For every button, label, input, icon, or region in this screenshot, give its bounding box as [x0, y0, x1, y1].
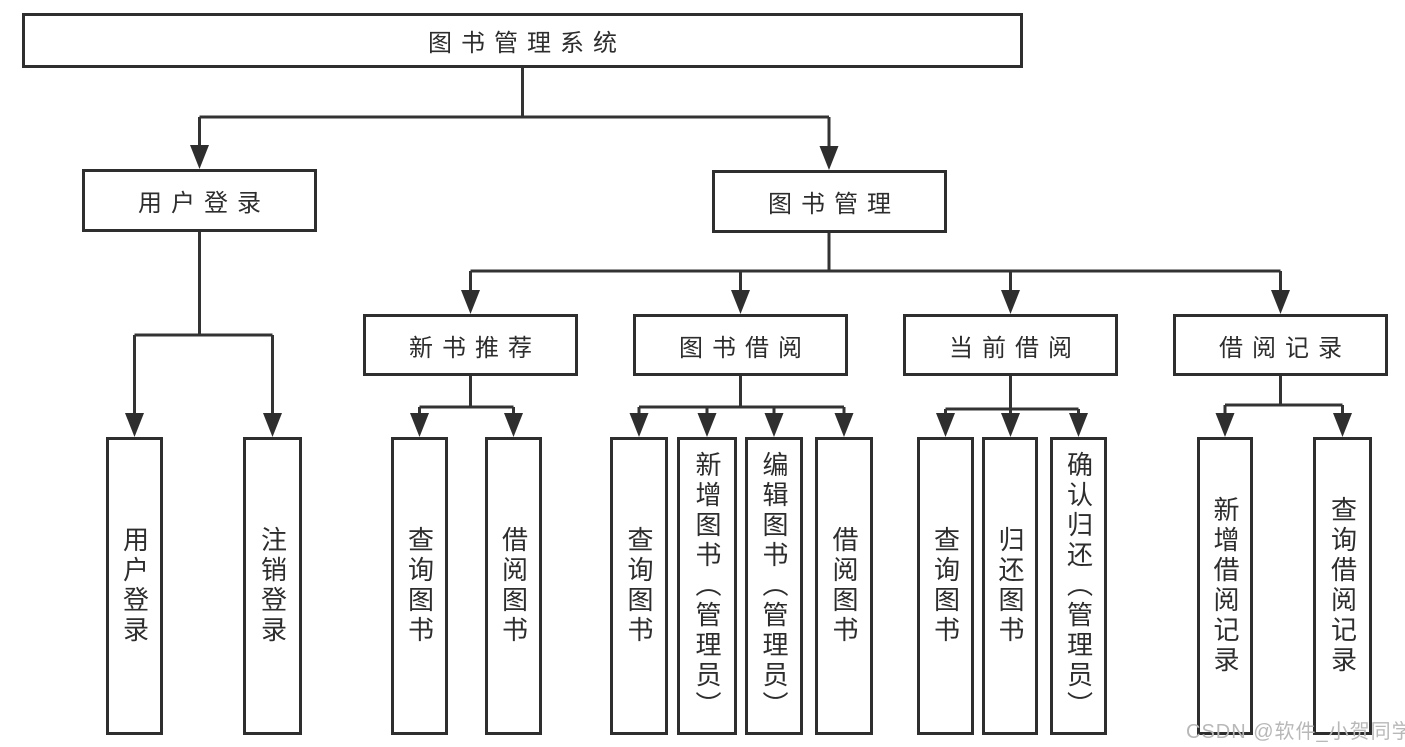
node-borrowing-records: 借阅记录 [1173, 314, 1388, 376]
node-label: 查询图书 [624, 526, 654, 646]
node-root-library-system: 图书管理系统 [22, 13, 1023, 68]
node-label: 借阅图书 [829, 526, 859, 646]
leaf-logout: 注销登录 [243, 437, 302, 735]
connector-book-borrow-children [629, 376, 854, 437]
node-label: 借阅图书 [498, 526, 529, 646]
node-label: 新增图书（管理员） [692, 451, 722, 721]
node-label: 新增借阅记录 [1210, 496, 1240, 676]
node-label: 借阅记录 [1219, 334, 1351, 362]
leaf-user-login: 用户登录 [106, 437, 163, 735]
leaf-confirm-return-admin: 确认归还（管理员） [1050, 437, 1107, 735]
node-new-book-recommend: 新书推荐 [363, 314, 578, 376]
connector-borrow-records-children [1215, 376, 1352, 437]
leaf-add-books-admin: 新增图书（管理员） [677, 437, 737, 735]
leaf-edit-books-admin: 编辑图书（管理员） [745, 437, 803, 735]
node-label: 注销登录 [257, 526, 288, 646]
connector-root-to-level2 [190, 68, 839, 170]
node-label: 当前借阅 [949, 334, 1081, 362]
node-user-login: 用户登录 [82, 169, 317, 232]
leaf-return-books: 归还图书 [982, 437, 1038, 735]
leaf-add-borrow-record: 新增借阅记录 [1197, 437, 1253, 735]
leaf-current-query-books: 查询图书 [917, 437, 974, 735]
leaf-borrow-books: 借阅图书 [815, 437, 873, 735]
node-label: 查询借阅记录 [1327, 496, 1358, 676]
connector-current-borrow-children [936, 376, 1088, 437]
node-label: 图书管理系统 [428, 30, 626, 57]
connector-user-login-children [125, 232, 282, 437]
node-label: 确认归还（管理员） [1063, 451, 1094, 721]
node-label: 用户登录 [119, 526, 150, 646]
node-label: 图书借阅 [679, 334, 811, 362]
leaf-newbook-borrow-books: 借阅图书 [485, 437, 542, 735]
leaf-query-borrow-record: 查询借阅记录 [1313, 437, 1372, 735]
node-label: 编辑图书（管理员） [759, 451, 789, 721]
leaf-newbook-query-books: 查询图书 [391, 437, 448, 735]
node-label: 归还图书 [995, 526, 1025, 646]
node-book-borrowing: 图书借阅 [633, 314, 848, 376]
csdn-watermark: CSDN @软件_小贺同学 [1186, 721, 1405, 743]
connector-new-book-children [410, 376, 523, 437]
connector-book-mgmt-children [461, 233, 1290, 314]
node-label: 用户登录 [138, 190, 270, 217]
node-label: 查询图书 [930, 526, 961, 646]
leaf-borrow-query-books: 查询图书 [610, 437, 668, 735]
node-label: 新书推荐 [409, 334, 541, 362]
node-label: 查询图书 [404, 526, 435, 646]
node-label: 图书管理 [768, 191, 900, 218]
node-book-management: 图书管理 [712, 170, 947, 233]
node-current-borrowing: 当前借阅 [903, 314, 1118, 376]
